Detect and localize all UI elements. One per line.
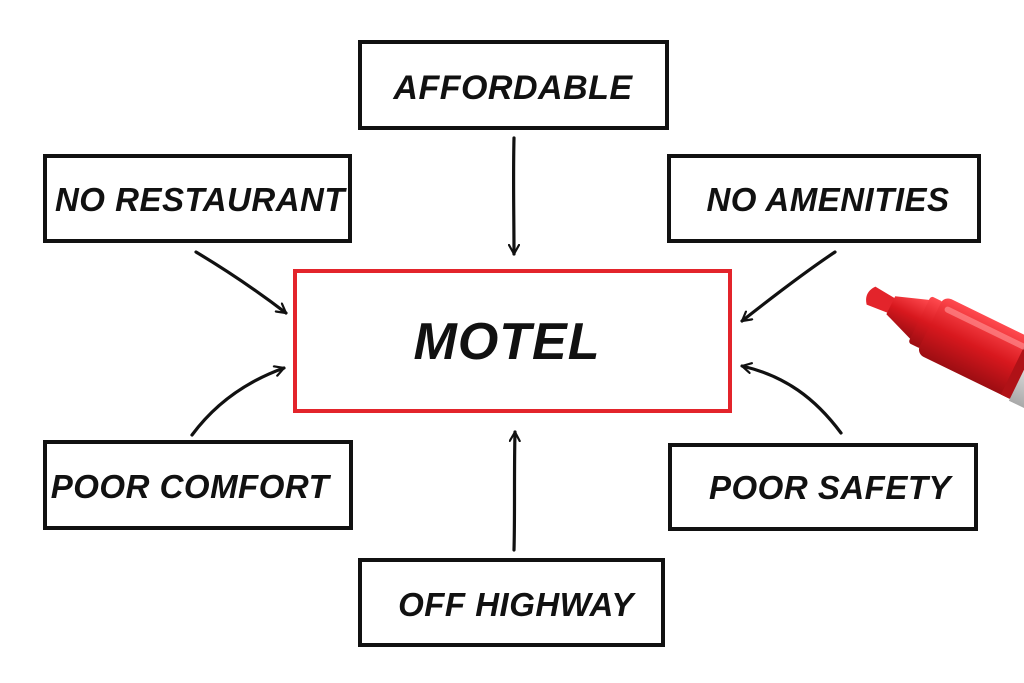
- node-no-amenities-box: [667, 154, 981, 243]
- arrow-no-amenities-to-motel: [740, 250, 837, 323]
- node-motel-box: [293, 269, 732, 413]
- node-motel-center: MOTEL: [293, 269, 732, 413]
- node-poor-safety: POOR SAFETY: [668, 443, 978, 531]
- node-poor-comfort-label: POOR COMFORT: [51, 468, 332, 505]
- node-off-highway-box: [358, 558, 665, 647]
- node-off-highway-label: OFF HIGHWAY: [398, 586, 636, 623]
- node-affordable: AFFORDABLE: [358, 40, 669, 130]
- node-no-restaurant-box: [43, 154, 352, 243]
- node-poor-safety-box: [668, 443, 978, 531]
- node-no-amenities: NO AMENITIES: [667, 154, 981, 243]
- node-affordable-label: AFFORDABLE: [392, 69, 633, 107]
- connector-arrows: [190, 136, 843, 552]
- arrow-poor-safety-to-motel: [740, 366, 843, 435]
- arrow-off-highway-to-motel: [514, 430, 515, 552]
- arrow-poor-comfort-to-motel: [190, 368, 286, 437]
- arrow-no-restaurant-to-motel: [194, 250, 288, 315]
- node-poor-comfort: POOR COMFORT: [43, 440, 353, 530]
- node-no-amenities-label: NO AMENITIES: [706, 181, 949, 218]
- node-no-restaurant: NO RESTAURANT: [43, 154, 352, 243]
- node-motel-label: MOTEL: [414, 313, 601, 371]
- node-no-restaurant-label: NO RESTAURANT: [55, 181, 347, 218]
- node-off-highway: OFF HIGHWAY: [358, 558, 665, 647]
- node-poor-safety-label: POOR SAFETY: [709, 469, 954, 506]
- red-marker-icon: [866, 286, 1024, 428]
- node-affordable-box: [358, 40, 669, 130]
- node-poor-comfort-box: [43, 440, 353, 530]
